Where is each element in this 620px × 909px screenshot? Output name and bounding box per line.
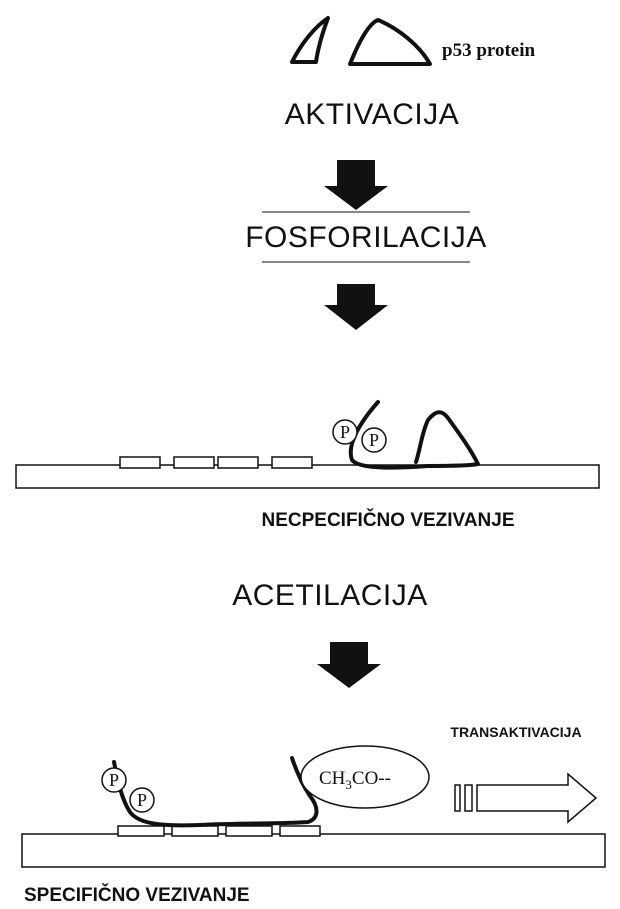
phosphorylation-label: FOSFORILACIJA	[245, 221, 487, 254]
p53-protein-shape	[290, 16, 432, 66]
down-arrow-1	[324, 160, 388, 210]
dna-site-7	[225, 825, 273, 837]
dna-site-1	[119, 456, 161, 469]
p53-specific-strand	[112, 756, 319, 828]
dna-site-6	[171, 825, 219, 837]
dna-strand-2	[21, 833, 606, 868]
dna-site-3	[217, 456, 259, 469]
svg-text:P: P	[109, 770, 119, 790]
phosphate-group-2b: P	[129, 787, 155, 813]
svg-text:P: P	[137, 790, 147, 810]
activation-label: AKTIVACIJA	[285, 98, 459, 131]
acetyl-group-ellipse	[300, 745, 430, 809]
dna-site-8	[279, 825, 321, 837]
svg-text:P: P	[340, 422, 350, 442]
down-arrow-2	[324, 284, 388, 330]
acetyl-group-label: CH3CO--	[319, 768, 391, 792]
transactivation-arrow	[454, 772, 598, 824]
nonspecific-binding-label: NECPECIFIČNO VEZIVANJE	[261, 509, 514, 531]
phosphate-group-2a: P	[101, 767, 127, 793]
dna-site-5	[117, 825, 165, 837]
dna-site-4	[271, 456, 313, 469]
phosphate-group-1b: P	[361, 427, 387, 453]
dna-site-2	[173, 456, 215, 469]
down-arrow-3	[317, 642, 381, 688]
specific-binding-label: SPECIFIČNO VEZIVANJE	[24, 884, 250, 906]
phosphate-group-1a: P	[332, 419, 358, 445]
p53-protein-label: p53 protein	[442, 40, 536, 61]
svg-text:P: P	[369, 430, 379, 450]
acetylation-label: ACETILACIJA	[232, 579, 428, 612]
transactivation-label: TRANSAKTIVACIJA	[450, 724, 581, 740]
p53-bound-strand	[348, 400, 480, 470]
